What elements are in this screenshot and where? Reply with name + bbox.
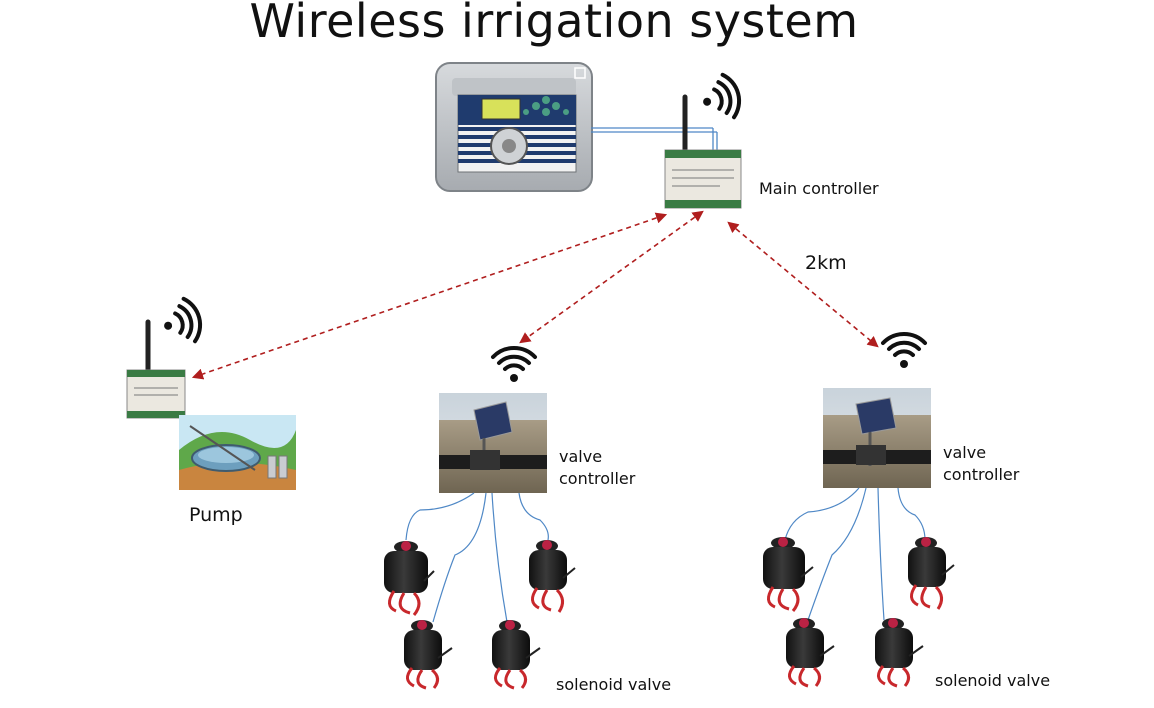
valve-wires-2: [784, 487, 926, 621]
solenoid-valve: [786, 618, 835, 688]
pump-label: Pump: [189, 504, 243, 526]
solenoid-valve-label-1: solenoid valve: [556, 675, 672, 694]
valve-controller-label-1: valve controller: [559, 446, 635, 490]
solenoid-valve: [384, 541, 435, 616]
main-controller-label: Main controller: [759, 179, 879, 198]
solenoid-valve: [763, 537, 814, 612]
wifi-signal-icon: [491, 346, 537, 382]
valve-controller-label-2: valve controller: [943, 442, 1019, 486]
pump-illustration: [179, 415, 296, 490]
valve-controller-label-line1: valve: [559, 447, 603, 466]
wifi-signal-icon: [881, 332, 927, 368]
solenoid-valve: [908, 537, 955, 610]
solenoid-valve: [529, 540, 576, 613]
solenoid-valve: [404, 620, 453, 690]
valve-controller-label-line1: valve: [943, 443, 987, 462]
valve-wires-1: [405, 492, 549, 623]
valve-controller-photo-1: [439, 393, 547, 493]
solenoid-valve: [875, 618, 924, 688]
wifi-signal-icon: [703, 72, 742, 120]
valve-controller-label-line2: controller: [559, 469, 636, 488]
irrigation-timer: [435, 62, 593, 192]
link-main-to-valve-controller-1: [519, 210, 704, 344]
pump-controller-module: [126, 319, 186, 419]
valve-controller-label-line2: controller: [943, 465, 1020, 484]
solenoid-valve: [492, 620, 541, 690]
solenoid-valve-label-2: solenoid valve: [935, 671, 1051, 690]
distance-label: 2km: [805, 252, 847, 274]
diagram-title: Wireless irrigation system: [249, 0, 859, 48]
wifi-signal-icon: [164, 296, 203, 344]
valve-controller-photo-2: [823, 388, 931, 488]
main-controller-module: [591, 94, 742, 209]
